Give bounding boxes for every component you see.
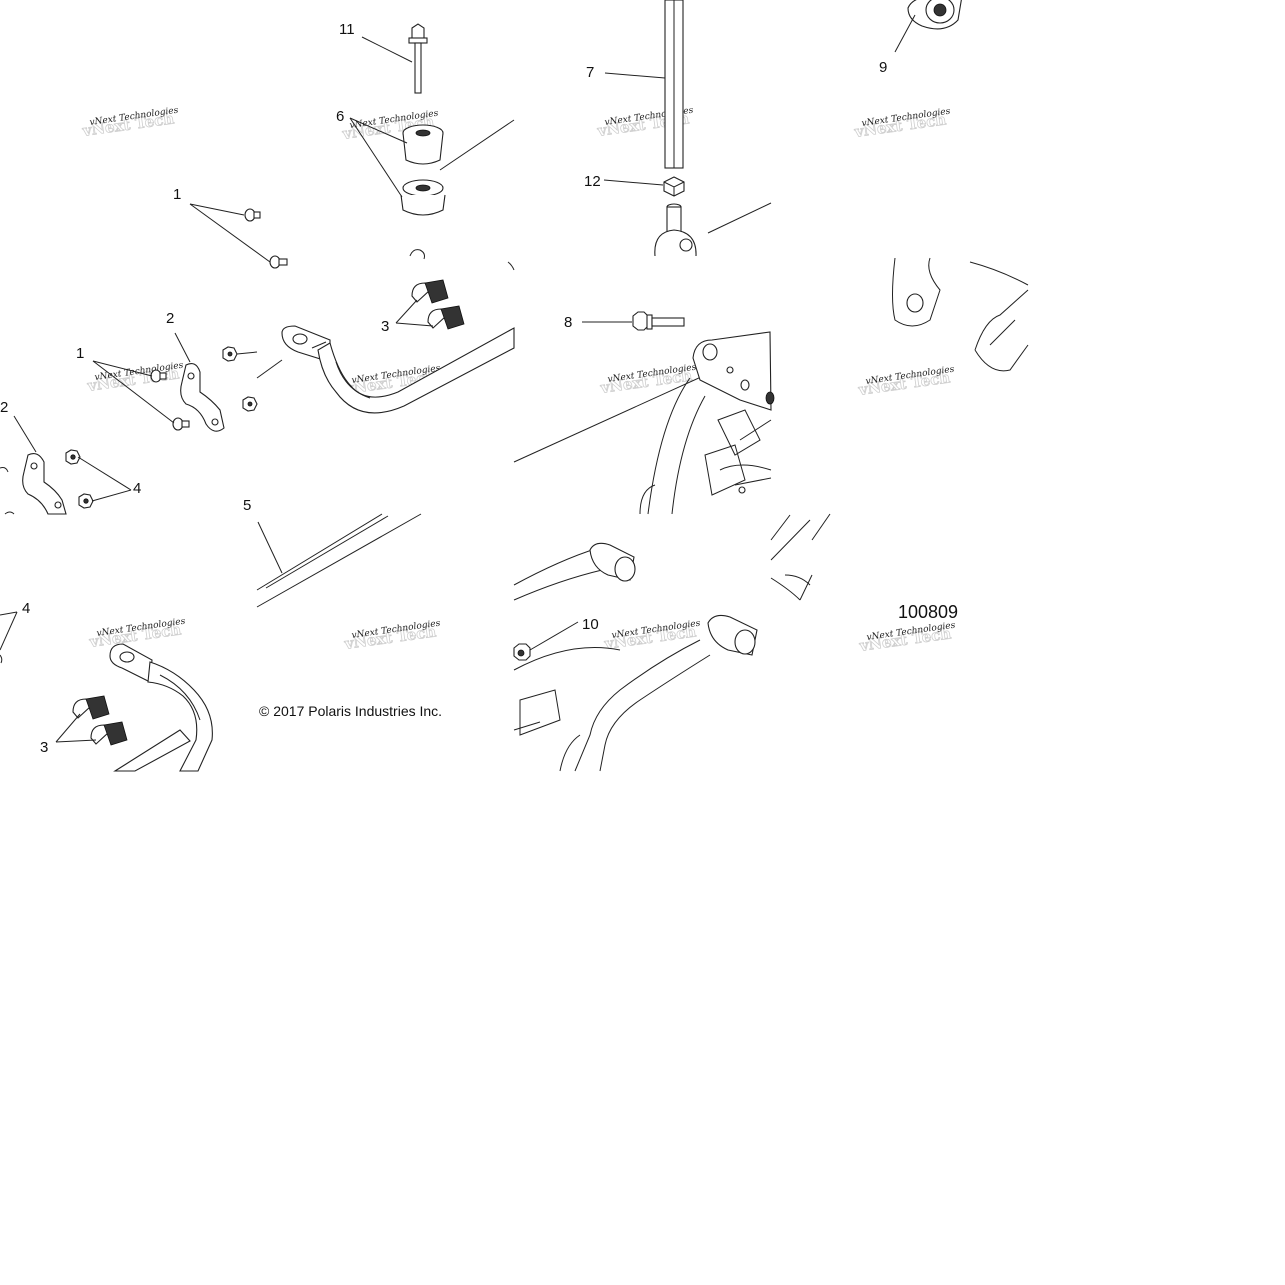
cut-line-3 <box>256 359 283 379</box>
leader-1a-2 <box>189 203 271 263</box>
clamp-part-2-lower <box>0 453 67 515</box>
leader-4-upper-b <box>91 489 132 502</box>
stabilizer-bar-part-5 <box>256 513 422 608</box>
frame-fragment-lower-right <box>770 513 831 601</box>
nut-near-clamp-b <box>242 396 258 412</box>
nut-part-10 <box>513 643 531 661</box>
nut-part-4-a <box>65 449 81 465</box>
leader-1b-1 <box>92 360 153 377</box>
leader-4-upper-a <box>77 456 132 491</box>
bushing-part-3-upper-a <box>411 279 449 304</box>
watermark-12: vNext Tech vNext Technologies <box>857 621 956 656</box>
bushing-part-6-upper <box>402 124 444 165</box>
bar-fragment <box>507 261 515 271</box>
watermark-10: vNext Tech vNext Technologies <box>342 619 441 654</box>
leader-5 <box>257 521 283 574</box>
nut-part-12 <box>663 176 685 197</box>
fragment-left-lower <box>0 654 3 664</box>
figure-number: 100809 <box>898 602 958 622</box>
callout-9: 9 <box>879 59 887 76</box>
bushing-part-3-lower-b <box>90 721 128 746</box>
callout-4-upper: 4 <box>133 480 141 497</box>
stabilizer-bar-upper <box>281 325 515 414</box>
leader-2-lower <box>13 415 37 453</box>
leader-6a <box>349 117 408 144</box>
stabilizer-bar-lower <box>109 643 213 772</box>
end-link-part-9 <box>907 0 962 30</box>
callout-4-lower: 4 <box>22 600 30 617</box>
leader-12 <box>603 179 664 186</box>
callout-3-upper: 3 <box>381 318 389 335</box>
callout-2-upper: 2 <box>166 310 174 327</box>
watermark-1: vNext Tech vNext Technologies <box>80 106 179 141</box>
nut-stub-a <box>236 351 258 355</box>
leader-3-lower-a <box>55 713 81 743</box>
cut-line-1 <box>439 119 515 171</box>
copyright-text: © 2017 Polaris Industries Inc. <box>259 703 442 719</box>
control-arm-lower <box>513 542 758 772</box>
frame-bracket-right <box>892 257 1029 372</box>
leader-3-lower-b <box>55 739 97 743</box>
cut-line-2 <box>707 202 772 234</box>
callout-11: 11 <box>339 21 355 38</box>
callout-5: 5 <box>243 497 251 514</box>
frame-mount-center <box>513 331 775 515</box>
leader-6b <box>349 117 403 198</box>
screw-part-1-a <box>244 208 261 222</box>
callout-8: 8 <box>564 314 572 331</box>
callout-6: 6 <box>336 108 344 125</box>
leader-3-upper-a <box>395 299 418 324</box>
fragment-left <box>4 511 15 515</box>
bushing-part-3-lower-a <box>72 695 110 720</box>
rod-part-7 <box>664 0 684 169</box>
leader-4-lower-a <box>0 611 18 651</box>
callout-10: 10 <box>582 616 599 633</box>
leader-1b-2 <box>92 360 175 424</box>
leader-1a-1 <box>189 203 245 216</box>
nut-part-4-b <box>78 493 94 509</box>
screw-part-1-b <box>269 255 288 269</box>
bolt-part-11 <box>408 23 428 94</box>
watermark-4: vNext Tech vNext Technologies <box>852 107 951 142</box>
leader-10 <box>529 621 579 651</box>
callout-7: 7 <box>586 64 594 81</box>
bushing-part-3-upper-b <box>427 305 465 330</box>
callout-1-upper: 1 <box>173 186 181 203</box>
callout-2-lower: 2 <box>0 399 8 416</box>
leader-11 <box>361 36 413 63</box>
callout-12: 12 <box>584 173 601 190</box>
watermark-9: vNext Tech vNext Technologies <box>87 617 186 652</box>
nut-partial <box>409 249 425 260</box>
nut-near-clamp-a <box>222 346 238 362</box>
watermark-11: vNext Tech vNext Technologies <box>602 619 701 654</box>
bolt-part-8 <box>632 311 685 331</box>
watermark-8: vNext Tech vNext Technologies <box>856 365 955 400</box>
leader-9 <box>894 14 916 53</box>
screw-part-1-d <box>172 417 190 431</box>
watermark-7: vNext Tech vNext Technologies <box>598 363 697 398</box>
leader-4-lower-b <box>0 611 18 616</box>
leader-7 <box>604 72 666 79</box>
callout-1-lower: 1 <box>76 345 84 362</box>
leader-2-upper <box>174 332 191 363</box>
clamp-part-2-upper <box>180 363 225 432</box>
screw-part-1-c <box>150 369 167 383</box>
ball-joint <box>654 203 697 257</box>
leader-3-upper-b <box>395 322 434 327</box>
bushing-part-6-lower <box>400 179 446 216</box>
watermark-5: vNext Tech vNext Technologies <box>85 361 184 396</box>
callout-3-lower: 3 <box>40 739 48 756</box>
